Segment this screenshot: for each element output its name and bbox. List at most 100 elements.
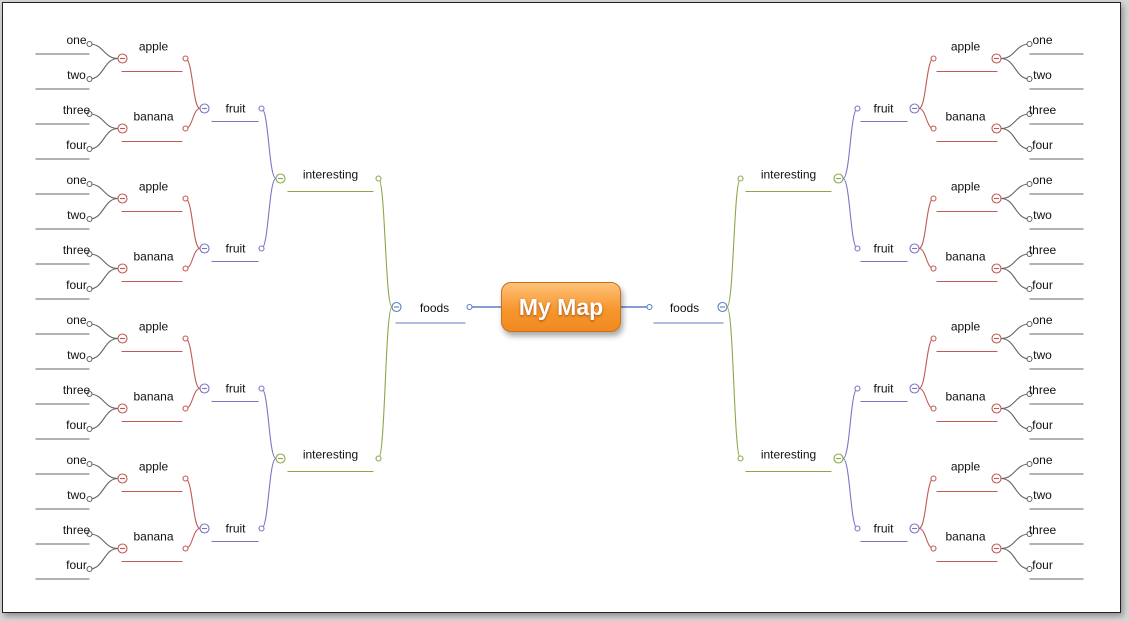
- node-leaf-one[interactable]: one: [66, 33, 86, 47]
- node-leaf-two[interactable]: two: [67, 208, 86, 222]
- node-leaf-four[interactable]: four: [66, 558, 87, 572]
- node-leaf-four[interactable]: four: [1032, 278, 1053, 292]
- connector-line: [260, 107, 277, 180]
- node-leaf-one[interactable]: one: [1032, 33, 1052, 47]
- node-apple[interactable]: apple: [139, 320, 169, 334]
- node-foods[interactable]: foods: [420, 301, 449, 315]
- connector-end-dot: [1026, 530, 1033, 538]
- connector-end-dot: [86, 250, 93, 258]
- node-leaf-two[interactable]: two: [1033, 348, 1052, 362]
- connector-end-dot: [854, 385, 861, 392]
- connector-end-dot: [182, 55, 189, 62]
- node-leaf-four[interactable]: four: [66, 278, 87, 292]
- node-leaf-three[interactable]: three: [1029, 383, 1057, 397]
- connector-line: [1000, 127, 1030, 150]
- connector-line: [89, 533, 119, 550]
- node-banana[interactable]: banana: [945, 110, 985, 124]
- connector-end-dot: [737, 175, 744, 182]
- node-foods[interactable]: foods: [670, 301, 699, 315]
- root-node[interactable]: My Map: [501, 282, 621, 332]
- node-fruit[interactable]: fruit: [225, 242, 246, 256]
- node-leaf-three[interactable]: three: [63, 383, 91, 397]
- connector-end-dot: [258, 245, 265, 252]
- connector-line: [1000, 197, 1030, 220]
- node-banana[interactable]: banana: [945, 390, 985, 404]
- node-leaf-two[interactable]: two: [1033, 208, 1052, 222]
- node-leaf-four[interactable]: four: [1032, 418, 1053, 432]
- node-apple[interactable]: apple: [951, 180, 981, 194]
- connector-end-dot: [86, 460, 93, 468]
- connector-line: [185, 387, 201, 410]
- node-leaf-one[interactable]: one: [1032, 173, 1052, 187]
- node-interesting[interactable]: interesting: [761, 448, 816, 462]
- connector-end-dot: [930, 405, 937, 412]
- node-leaf-one[interactable]: one: [66, 453, 86, 467]
- node-fruit[interactable]: fruit: [225, 382, 246, 396]
- connector-end-dot: [930, 265, 937, 272]
- node-fruit[interactable]: fruit: [225, 102, 246, 116]
- mind-map-canvas[interactable]: foods interesting fruit apple one two banana th…: [2, 2, 1121, 613]
- node-leaf-three[interactable]: three: [63, 243, 91, 257]
- node-interesting[interactable]: interesting: [303, 168, 358, 182]
- node-leaf-four[interactable]: four: [66, 418, 87, 432]
- node-banana[interactable]: banana: [945, 250, 985, 264]
- connector-end-dot: [1026, 425, 1033, 433]
- node-leaf-three[interactable]: three: [1029, 243, 1057, 257]
- node-banana[interactable]: banana: [133, 390, 173, 404]
- node-apple[interactable]: apple: [951, 460, 981, 474]
- node-interesting[interactable]: interesting: [761, 168, 816, 182]
- connector-line: [726, 306, 742, 460]
- node-interesting[interactable]: interesting: [303, 448, 358, 462]
- connector-end-dot: [1026, 495, 1033, 503]
- node-leaf-three[interactable]: three: [63, 103, 91, 117]
- connector-line: [185, 247, 201, 270]
- node-banana[interactable]: banana: [133, 530, 173, 544]
- node-leaf-two[interactable]: two: [67, 348, 86, 362]
- node-fruit[interactable]: fruit: [225, 522, 246, 536]
- connector-line: [918, 107, 934, 130]
- node-banana[interactable]: banana: [945, 530, 985, 544]
- node-leaf-three[interactable]: three: [1029, 103, 1057, 117]
- connector-end-dot: [182, 405, 189, 412]
- connector-line: [184, 57, 201, 110]
- node-leaf-four[interactable]: four: [1032, 558, 1053, 572]
- node-leaf-three[interactable]: three: [1029, 523, 1057, 537]
- node-leaf-three[interactable]: three: [63, 523, 91, 537]
- node-leaf-four[interactable]: four: [66, 138, 87, 152]
- connector-line: [726, 177, 742, 308]
- node-fruit[interactable]: fruit: [873, 382, 894, 396]
- node-leaf-two[interactable]: two: [67, 488, 86, 502]
- connector-end-dot: [930, 475, 937, 482]
- node-leaf-four[interactable]: four: [1032, 138, 1053, 152]
- node-leaf-two[interactable]: two: [67, 68, 86, 82]
- connector-end-dot: [1026, 320, 1033, 328]
- node-leaf-two[interactable]: two: [1033, 68, 1052, 82]
- connector-line: [1000, 57, 1030, 80]
- node-banana[interactable]: banana: [133, 250, 173, 264]
- connector-line: [89, 323, 119, 340]
- connector-line: [842, 107, 859, 180]
- node-apple[interactable]: apple: [139, 40, 169, 54]
- connector-end-dot: [86, 320, 93, 328]
- node-apple[interactable]: apple: [139, 460, 169, 474]
- node-banana[interactable]: banana: [133, 110, 173, 124]
- connector-end-dot: [86, 40, 93, 48]
- node-apple[interactable]: apple: [951, 40, 981, 54]
- connector-line: [918, 527, 934, 550]
- node-apple[interactable]: apple: [139, 180, 169, 194]
- node-fruit[interactable]: fruit: [873, 242, 894, 256]
- connector-line: [1000, 393, 1030, 410]
- connector-line: [89, 393, 119, 410]
- node-leaf-one[interactable]: one: [1032, 453, 1052, 467]
- node-fruit[interactable]: fruit: [873, 522, 894, 536]
- connector-end-dot: [930, 195, 937, 202]
- connector-end-dot: [86, 565, 93, 573]
- node-leaf-one[interactable]: one: [1032, 313, 1052, 327]
- connector-line: [918, 477, 935, 530]
- connector-line: [1000, 323, 1030, 340]
- node-leaf-one[interactable]: one: [66, 313, 86, 327]
- node-leaf-one[interactable]: one: [66, 173, 86, 187]
- node-fruit[interactable]: fruit: [873, 102, 894, 116]
- node-apple[interactable]: apple: [951, 320, 981, 334]
- node-leaf-two[interactable]: two: [1033, 488, 1052, 502]
